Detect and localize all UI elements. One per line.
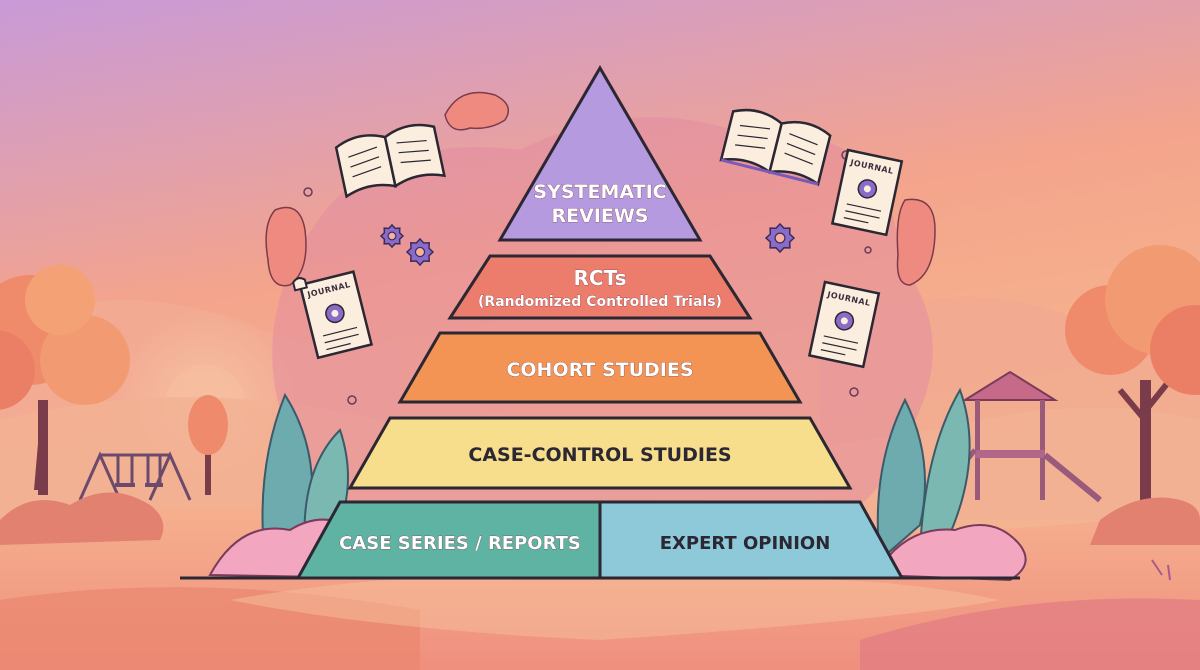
tier-sublabel-rcts: (Randomized Controlled Trials): [478, 294, 722, 310]
gear-icon: [379, 223, 405, 249]
path-walkway: [230, 577, 1000, 640]
gear-icon: [405, 237, 435, 267]
tree-right: [1065, 245, 1200, 500]
blob-right: [896, 198, 936, 286]
tier-cohort-studies: [397, 331, 803, 404]
tier-label-systematic-1: SYSTEMATIC: [533, 181, 666, 203]
tier-label-case-series: CASE SERIES / REPORTS: [339, 533, 581, 554]
tier-label-expert-opinion: EXPERT OPINION: [660, 533, 831, 554]
tier-label-cohort: COHORT STUDIES: [506, 359, 693, 381]
tier-label-systematic-2: REVIEWS: [551, 205, 648, 227]
bush-left: [0, 492, 164, 545]
foliage-right: [873, 387, 1027, 582]
swing-set: [78, 451, 192, 501]
tree-left: [0, 265, 130, 495]
ground-front-right: [860, 598, 1200, 670]
book-icon: [334, 123, 446, 199]
tier-case-control-studies: [347, 416, 853, 490]
book-icon: [719, 108, 832, 187]
bush-right: [1090, 497, 1200, 545]
sparkle-right: [1151, 559, 1171, 581]
journal-icon: JOURNAL: [830, 148, 904, 237]
tier-expert-opinion: [598, 500, 905, 580]
blob-top-center: [444, 91, 510, 131]
tier-rcts: [447, 254, 753, 320]
tier-systematic-reviews: [497, 65, 703, 242]
tier-label-rcts: RCTs: [574, 266, 627, 290]
journal-icon: JOURNAL: [292, 270, 374, 360]
gear-icon: [764, 222, 796, 254]
evidence-pyramid: SYSTEMATIC REVIEWS RCTs (Randomized Cont…: [295, 65, 905, 580]
tier-label-case-control: CASE-CONTROL STUDIES: [468, 444, 731, 466]
blob-left: [265, 206, 307, 287]
journal-icon: JOURNAL: [807, 280, 881, 369]
tree-small-left: [188, 395, 228, 495]
